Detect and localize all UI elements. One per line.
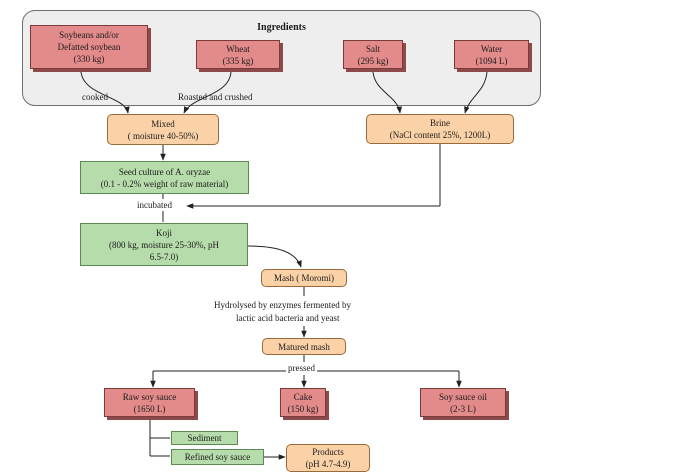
brine-line1: Brine xyxy=(430,118,450,128)
arrow-soybean-to-mixed xyxy=(80,71,130,114)
raw-soy-line2: (1650 L) xyxy=(133,403,166,414)
label-pressed: pressed xyxy=(286,362,317,374)
salt-box: Salt (295 kg) xyxy=(343,40,403,69)
arrow-wheat-to-mixed xyxy=(183,71,232,114)
soybean-box: Soybeans and/or Defatted soybean (330 kg… xyxy=(30,25,148,69)
water-box: Water (1094 L) xyxy=(454,40,529,69)
mash-box: Mash ( Moromi) xyxy=(261,269,347,287)
raw-soy-sauce-box: Raw soy sauce (1650 L) xyxy=(104,388,195,417)
brine-box: Brine (NaCl content 25%, 1200L) xyxy=(366,114,514,144)
water-line1: Water xyxy=(480,43,503,54)
mixed-line2: ( moisture 40-50%) xyxy=(127,130,199,141)
mash-label: Mash ( Moromi) xyxy=(274,273,334,283)
oil-line2: (2-3 L) xyxy=(450,403,476,414)
seed-line1: Seed culture of A. oryzae xyxy=(118,166,211,177)
label-cooked: cooked xyxy=(82,92,108,102)
cake-line1: Cake xyxy=(293,391,313,402)
mixed-box: Mixed ( moisture 40-50%) xyxy=(107,114,219,145)
label-roasted: Roasted and crushed xyxy=(178,92,253,102)
soybean-line2: Defatted soybean xyxy=(57,42,121,52)
products-line2: (pH 4.7-4.9) xyxy=(305,459,351,469)
label-incubated: incubated xyxy=(137,200,172,210)
salt-line2: (295 kg) xyxy=(357,55,389,66)
mixed-line1: Mixed xyxy=(151,118,175,129)
koji-line1: Koji xyxy=(155,227,172,238)
refined-label: Refined soy sauce xyxy=(184,452,251,462)
koji-box: Koji (800 kg, moisture 25-30%, pH 6.5-7.… xyxy=(80,223,248,266)
koji-line3: 6.5-7.0) xyxy=(149,251,179,262)
wheat-line2: (335 kg) xyxy=(222,55,254,66)
soy-sauce-oil-box: Soy sauce oil (2-3 L) xyxy=(420,388,506,417)
raw-soy-line1: Raw soy sauce xyxy=(122,391,177,402)
label-hydrolysed-line1: Hydrolysed by enzymes fermented by xyxy=(214,300,351,310)
cake-box: Cake (150 kg) xyxy=(280,388,326,417)
seed-line2: (0.1 - 0.2% weight of raw material) xyxy=(100,178,229,189)
soybean-line3: (330 kg) xyxy=(73,54,105,64)
refined-soy-sauce-box: Refined soy sauce xyxy=(171,449,264,465)
label-hydrolysed-line2: lactic acid bacteria and yeast xyxy=(236,313,340,323)
salt-line1: Salt xyxy=(365,43,380,54)
ingredients-title: Ingredients xyxy=(257,22,306,33)
seed-culture-box: Seed culture of A. oryzae (0.1 - 0.2% we… xyxy=(80,161,249,194)
arrow-salt-to-brine xyxy=(372,71,403,114)
koji-line2: (800 kg, moisture 25-30%, pH xyxy=(109,239,219,250)
wheat-box: Wheat (335 kg) xyxy=(196,40,280,69)
arrow-water-to-brine xyxy=(464,71,488,114)
matured-mash-box: Matured mash xyxy=(262,338,346,355)
soybean-line1: Soybeans and/or xyxy=(59,30,119,40)
sediment-box: Sediment xyxy=(171,431,238,445)
products-line1: Products xyxy=(312,447,344,457)
sediment-label: Sediment xyxy=(187,433,222,443)
brine-line2: (NaCl content 25%, 1200L) xyxy=(389,130,491,140)
products-box: Products (pH 4.7-4.9) xyxy=(286,444,370,472)
wheat-line1: Wheat xyxy=(226,43,250,54)
cake-line2: (150 kg) xyxy=(287,403,319,414)
oil-line1: Soy sauce oil xyxy=(439,391,487,402)
water-line2: (1094 L) xyxy=(475,55,508,66)
arrow-koji-to-mash xyxy=(247,245,302,268)
matured-label: Matured mash xyxy=(278,341,330,352)
